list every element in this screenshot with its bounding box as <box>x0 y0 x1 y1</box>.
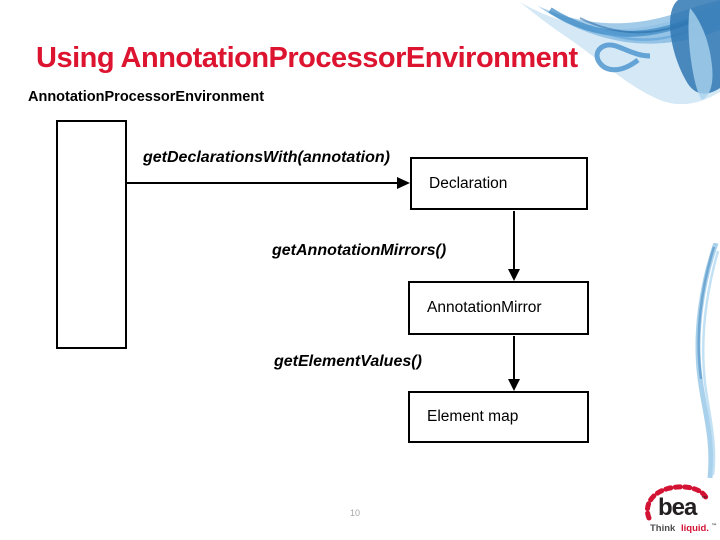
arrow-down-icon <box>508 211 520 281</box>
blue-smoke-swirl-icon <box>520 0 720 105</box>
subtitle-annotationprocessorenvironment: AnnotationProcessorEnvironment <box>28 89 265 105</box>
bea-tagline-liquid: liquid. <box>681 523 709 534</box>
node-label-declaration: Declaration <box>429 174 508 192</box>
bea-tagline-trademark: ™ <box>712 523 717 529</box>
page-number: 10 <box>350 508 361 518</box>
bea-logo-brand: bea <box>658 494 698 521</box>
diagram-source-box <box>56 120 127 349</box>
arrow-right-icon <box>127 177 410 189</box>
edge-label-getannotationmirrors: getAnnotationMirrors() <box>272 242 447 259</box>
edge-label-getelementvalues: getElementValues() <box>274 353 422 370</box>
node-label-annotationmirror: AnnotationMirror <box>427 299 542 316</box>
bea-logo-dashed-swirl-icon <box>644 484 710 521</box>
node-box-elementmap: Element map <box>408 391 589 443</box>
node-box-declaration: Declaration <box>410 157 588 210</box>
bea-tagline-think: Think <box>650 523 676 534</box>
bea-logo-trademark: ™ <box>701 495 707 502</box>
node-label-elementmap: Element map <box>427 408 519 425</box>
page-title: Using AnnotationProcessorEnvironment <box>36 42 578 74</box>
arrow-down-icon <box>508 336 520 391</box>
svg-text:Think liquid. ™: Think liquid. ™ <box>650 523 717 534</box>
bea-logo: bea ™ Think liquid. ™ <box>644 484 717 534</box>
edge-label-getdeclarationswith: getDeclarationsWith(annotation) <box>143 149 390 166</box>
node-box-annotationmirror: AnnotationMirror <box>408 281 589 335</box>
blue-smoke-wisp-icon <box>695 243 720 478</box>
